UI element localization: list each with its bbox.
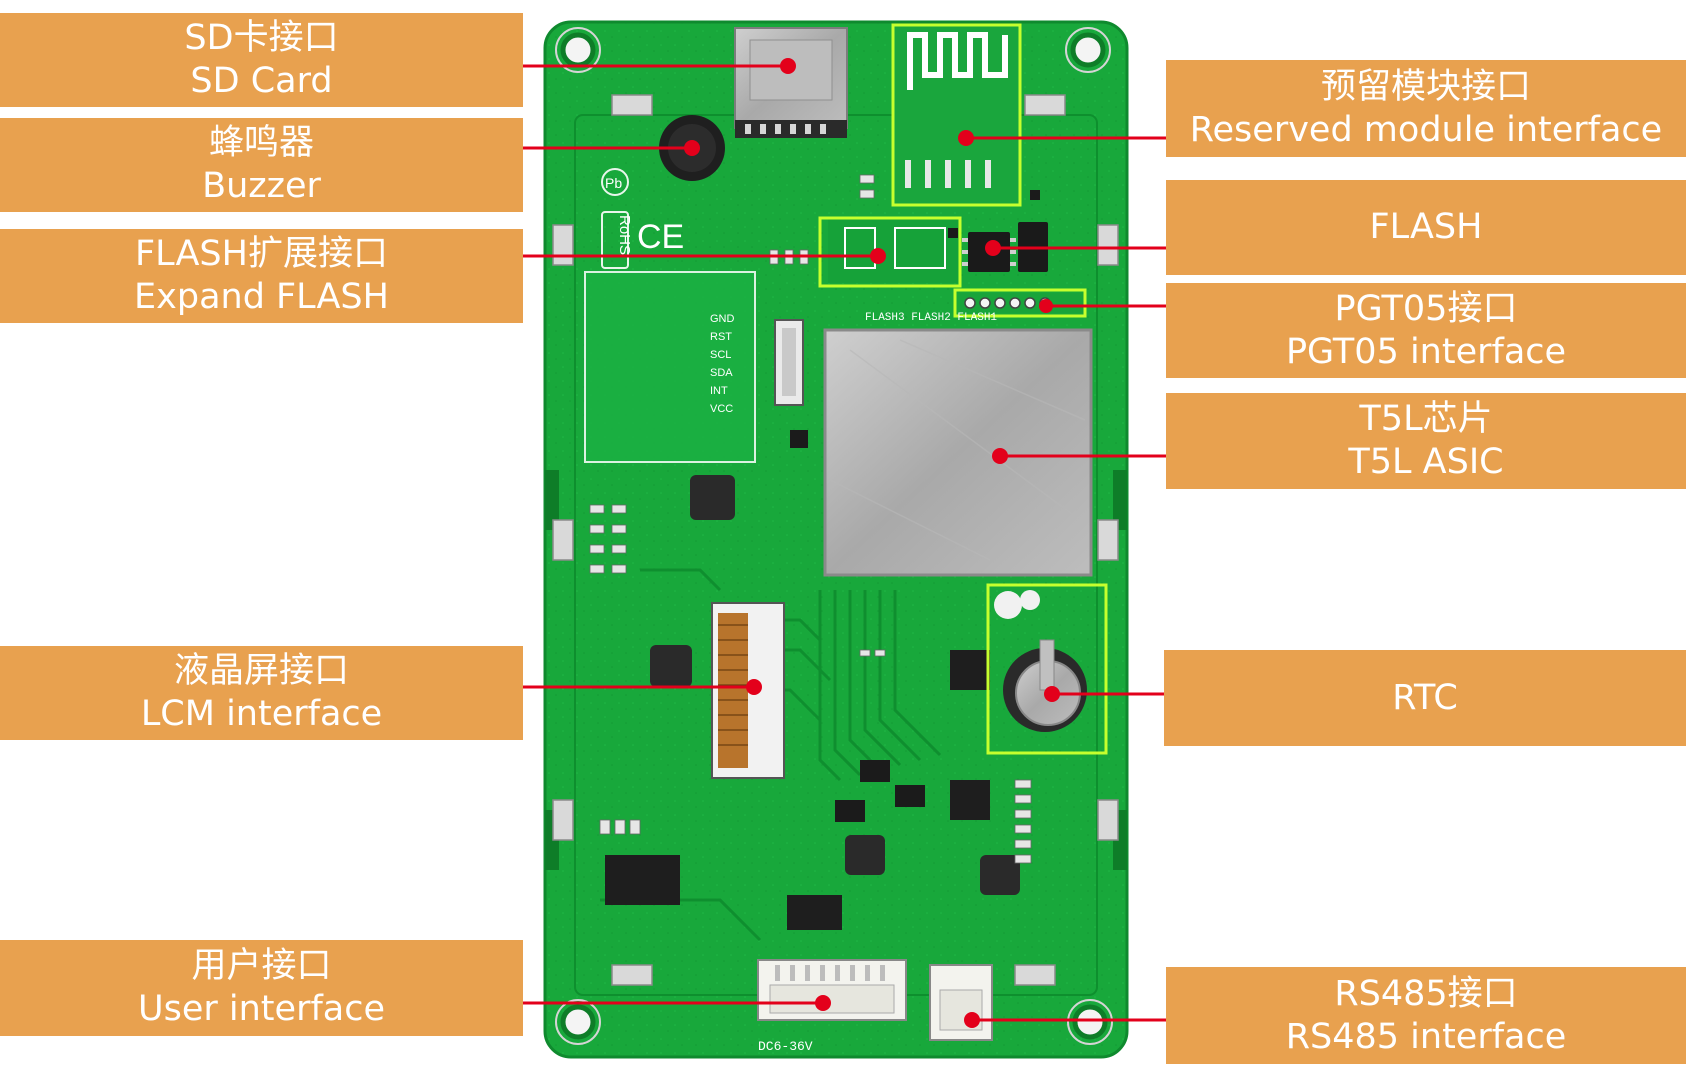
label-rs485-en: RS485 interface — [1285, 1016, 1567, 1057]
label-pgt05-cn: PGT05接口 — [1334, 288, 1518, 329]
ce-mark: CE — [637, 218, 684, 256]
svg-text:INT: INT — [710, 385, 728, 397]
power-silkscreen: DC6-36V — [758, 1039, 813, 1054]
svg-text:RST: RST — [710, 331, 732, 343]
rs485-connector — [929, 964, 993, 1041]
label-lcm-interface: 液晶屏接口 LCM interface — [0, 646, 523, 740]
rohs-mark: RoHS — [616, 215, 633, 255]
pointer-dots — [684, 58, 1060, 1028]
power-components — [605, 475, 1020, 930]
flash-expansion-footprint — [828, 218, 958, 283]
touch-pins: GND RST SCL SDA INT VCC — [710, 313, 735, 415]
label-user-interface: 用户接口 User interface — [0, 940, 523, 1036]
svg-text:SDA: SDA — [710, 367, 733, 379]
reserved-module-highlight — [891, 23, 1022, 207]
label-pgt05: PGT05接口 PGT05 interface — [1166, 283, 1686, 378]
sd-card-slot — [734, 27, 848, 138]
flash-header-silkscreen: FLASH3 FLASH2 FLASH1 — [865, 312, 997, 324]
reserved-module — [893, 25, 1020, 205]
t5l-shield — [823, 328, 1093, 577]
pointer-lines — [523, 64, 1166, 1022]
svg-text:SCL: SCL — [710, 349, 731, 361]
label-expand-flash-en: Expand FLASH — [134, 277, 389, 317]
touch-connector — [774, 319, 804, 406]
label-expand-flash-cn: FLASH扩展接口 — [135, 234, 388, 274]
label-reserved-module: 预留模块接口 Reserved module interface — [1166, 60, 1686, 157]
mounting-holes — [560, 32, 1108, 1040]
flash-expansion-highlight — [818, 216, 962, 288]
label-rs485-cn: RS485接口 — [1334, 973, 1518, 1014]
label-sd-card-en: SD Card — [190, 61, 333, 101]
label-sd-card-cn: SD卡接口 — [184, 18, 339, 58]
certification-marks — [601, 168, 629, 269]
label-reserved-module-cn: 预留模块接口 — [1320, 66, 1531, 107]
label-rtc: RTC — [1164, 650, 1686, 746]
user-connector — [757, 959, 907, 1021]
label-rs485: RS485接口 RS485 interface — [1166, 967, 1686, 1064]
label-t5l-asic-en: T5L ASIC — [1348, 442, 1504, 482]
label-lcm-interface-en: LCM interface — [140, 694, 383, 734]
label-lcm-interface-cn: 液晶屏接口 — [173, 651, 349, 691]
ic-chips — [790, 190, 1040, 822]
label-user-interface-cn: 用户接口 — [191, 946, 332, 986]
label-buzzer-cn: 蜂鸣器 — [208, 123, 314, 163]
label-flash: FLASH — [1166, 180, 1686, 275]
label-t5l-asic: T5L芯片 T5L ASIC — [1166, 393, 1686, 489]
pgt05-highlight — [953, 288, 1087, 318]
label-expand-flash: FLASH扩展接口 Expand FLASH — [0, 229, 523, 323]
touch-pad-area — [584, 271, 756, 463]
label-reserved-module-en: Reserved module interface — [1189, 109, 1663, 150]
rtc-highlight — [986, 583, 1108, 755]
svg-text:GND: GND — [710, 313, 735, 325]
label-pgt05-en: PGT05 interface — [1285, 331, 1567, 372]
label-sd-card: SD卡接口 SD Card — [0, 13, 523, 107]
label-flash-en: FLASH — [1369, 207, 1483, 247]
label-user-interface-en: User interface — [138, 989, 385, 1029]
label-buzzer-en: Buzzer — [202, 166, 321, 206]
pgt05-header — [960, 293, 1085, 313]
label-buzzer: 蜂鸣器 Buzzer — [0, 118, 523, 212]
pb-mark: Pb — [605, 175, 622, 191]
label-t5l-asic-cn: T5L芯片 — [1359, 399, 1493, 439]
svg-text:VCC: VCC — [710, 403, 733, 415]
label-rtc-en: RTC — [1392, 677, 1458, 718]
